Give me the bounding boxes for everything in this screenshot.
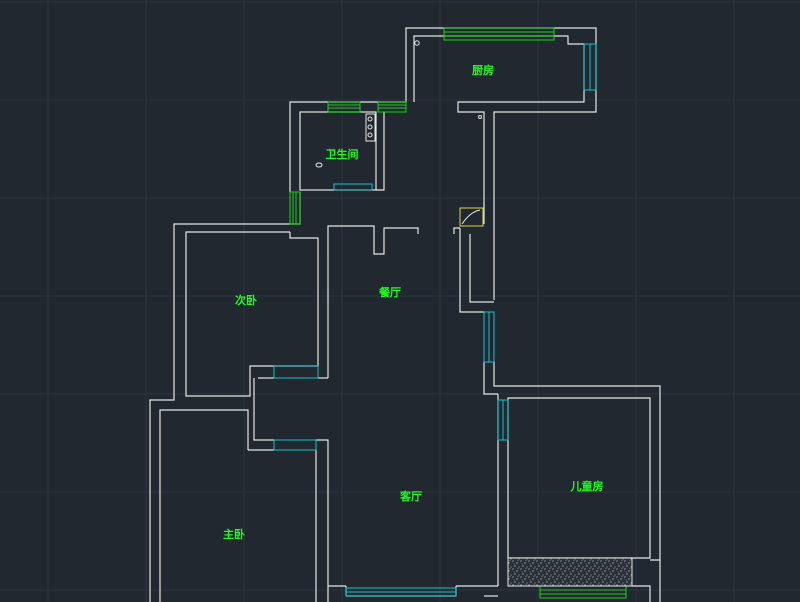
walls	[149, 27, 661, 602]
living-east-wall-2	[493, 362, 661, 561]
windows-green	[289, 27, 627, 599]
dining-top-wall-2	[453, 227, 460, 234]
room-label-dining: 餐厅	[379, 286, 401, 299]
flue-curve-icon	[461, 209, 481, 225]
bathroom-top-window	[327, 101, 361, 113]
dining-east-wall-2	[469, 234, 494, 303]
master-bedroom-right	[253, 378, 274, 441]
dining-east-wall	[459, 228, 484, 313]
room-label-kitchen: 厨房	[472, 64, 494, 77]
corridor-wall	[290, 192, 301, 225]
kitchen-pipe-icon	[478, 115, 482, 119]
corridor-top-window	[377, 101, 407, 113]
second-bedroom-door	[273, 365, 319, 379]
second-bedroom-inner	[185, 231, 319, 397]
toilet-icon	[315, 162, 323, 168]
room-label-master-bedroom: 主卧	[223, 528, 245, 541]
kitchen-top-window	[443, 27, 555, 41]
living-east-wall	[483, 362, 498, 395]
kitchen-drain-icon	[414, 40, 420, 46]
bathroom-rack-icon	[365, 113, 376, 142]
room-label-living: 客厅	[400, 490, 422, 503]
corridor-side-window	[289, 191, 301, 225]
balcony-hatch	[507, 557, 633, 587]
second-bedroom-outer	[149, 223, 290, 602]
room-label-kids-room: 儿童房	[570, 480, 604, 493]
flue-fixture-icon	[459, 207, 484, 227]
room-label-bathroom: 卫生间	[325, 148, 359, 161]
kitchen-outer-wall	[405, 27, 597, 300]
windows-cyan	[273, 43, 597, 597]
kids-room-south-wall	[632, 585, 651, 602]
bathroom-bottom-wall	[376, 112, 385, 191]
dining-top-wall	[327, 225, 419, 255]
kids-room-bottom-window	[539, 585, 627, 599]
fixtures	[315, 40, 482, 168]
room-label-second-bedroom: 次卧	[235, 294, 257, 307]
bathroom-door-opening	[333, 183, 373, 191]
bathroom-outer-wall	[289, 101, 406, 192]
master-bedroom-door	[273, 439, 317, 451]
master-bedroom-outer	[159, 409, 249, 602]
master-bedroom-east-wall-2	[316, 439, 329, 602]
